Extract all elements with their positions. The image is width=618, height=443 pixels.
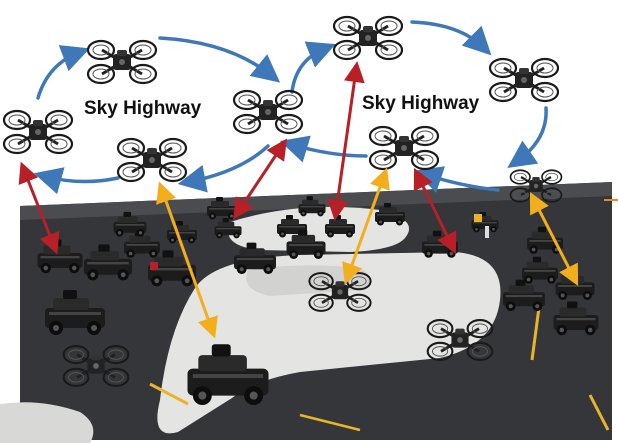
drone-icon [2,109,74,155]
d2d-link-arrow [156,181,218,339]
v2d-link-arrow [18,161,60,255]
lane-marking [299,413,361,432]
drone-icon [332,15,404,61]
drone-icon [86,39,158,85]
air-route-arrow [36,45,90,100]
drone-drone-links [156,167,579,339]
v2d-link-arrow [413,167,457,255]
air-route-arrow [290,41,336,94]
air-route-arrow [177,144,270,193]
d2d-link-arrow [342,167,390,285]
drone-icon [232,89,304,135]
sky-highway-label-right: Sky Highway [362,93,480,114]
v2d-link-arrow [233,138,287,220]
lane-marking [149,382,189,406]
air-route-arrow [279,135,368,163]
traffic-sign [485,226,489,238]
vehicle-tag [150,262,158,270]
v2d-link-arrow [327,61,365,221]
drone-icon [368,125,440,171]
air-route-arrow [158,36,281,83]
air-route-arrow [33,167,120,195]
air-route-arrow [507,106,548,168]
ground-vehicles [37,196,599,406]
vehicle-tag [474,214,482,222]
d2d-link-arrow [529,191,579,287]
sky-highway-label-left: Sky Highway [84,98,202,119]
drone-icon [488,57,560,103]
air-route-arrow [410,20,492,56]
drone-vehicle-links [18,61,457,255]
lane-marking [588,394,610,431]
track-corner-patch [0,402,94,443]
air-route-arrow [414,166,500,193]
drone-icon [116,137,188,183]
